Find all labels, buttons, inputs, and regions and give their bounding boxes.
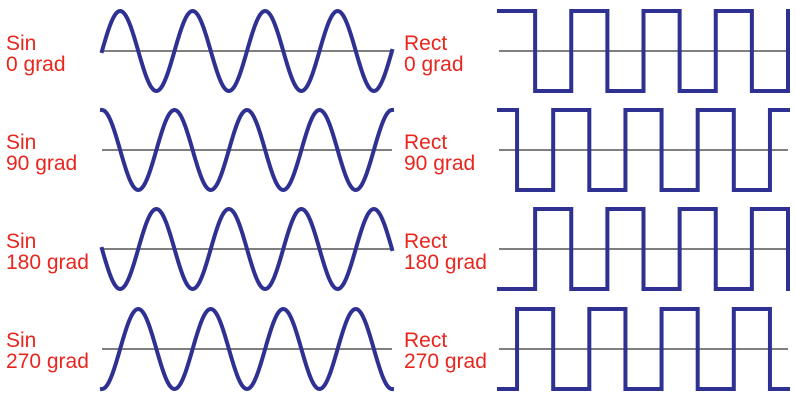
panel-label-phase: 0 grad (6, 53, 66, 76)
panel-sin-90: Sin 90 grad (6, 107, 395, 193)
sine-wave (99, 306, 395, 392)
panel-rect-180: Rect 180 grad (404, 207, 790, 291)
panel-label-name: Sin (6, 32, 36, 55)
square-wave (497, 9, 790, 93)
square-wave (497, 108, 790, 192)
panel-sin-180: Sin 180 grad (6, 206, 395, 292)
sine-wave (99, 8, 395, 94)
panel-rect-270: Rect 270 grad (404, 307, 790, 391)
panel-label-phase: 90 grad (6, 152, 77, 175)
panel-label-phase: 180 grad (6, 251, 89, 274)
panel-label-phase: 270 grad (6, 350, 89, 373)
sine-wave (99, 107, 395, 193)
panel-sin-0: Sin 0 grad (6, 8, 395, 94)
panel-sin-270: Sin 270 grad (6, 306, 395, 392)
panel-label-phase: 270 grad (404, 350, 487, 373)
sine-wave (99, 206, 395, 292)
panel-label-name: Rect (404, 230, 447, 253)
panel-label-name: Sin (6, 230, 36, 253)
panel-label-name: Rect (404, 32, 447, 55)
panel-label-name: Sin (6, 329, 36, 352)
panel-label-name: Sin (6, 131, 36, 154)
panel-rect-0: Rect 0 grad (404, 9, 790, 93)
square-wave (497, 307, 790, 391)
panel-label-phase: 0 grad (404, 53, 464, 76)
panel-rect-90: Rect 90 grad (404, 108, 790, 192)
panel-label-name: Rect (404, 329, 447, 352)
panel-label-phase: 180 grad (404, 251, 487, 274)
panel-label-name: Rect (404, 131, 447, 154)
square-wave (497, 207, 790, 291)
panel-label-phase: 90 grad (404, 152, 475, 175)
